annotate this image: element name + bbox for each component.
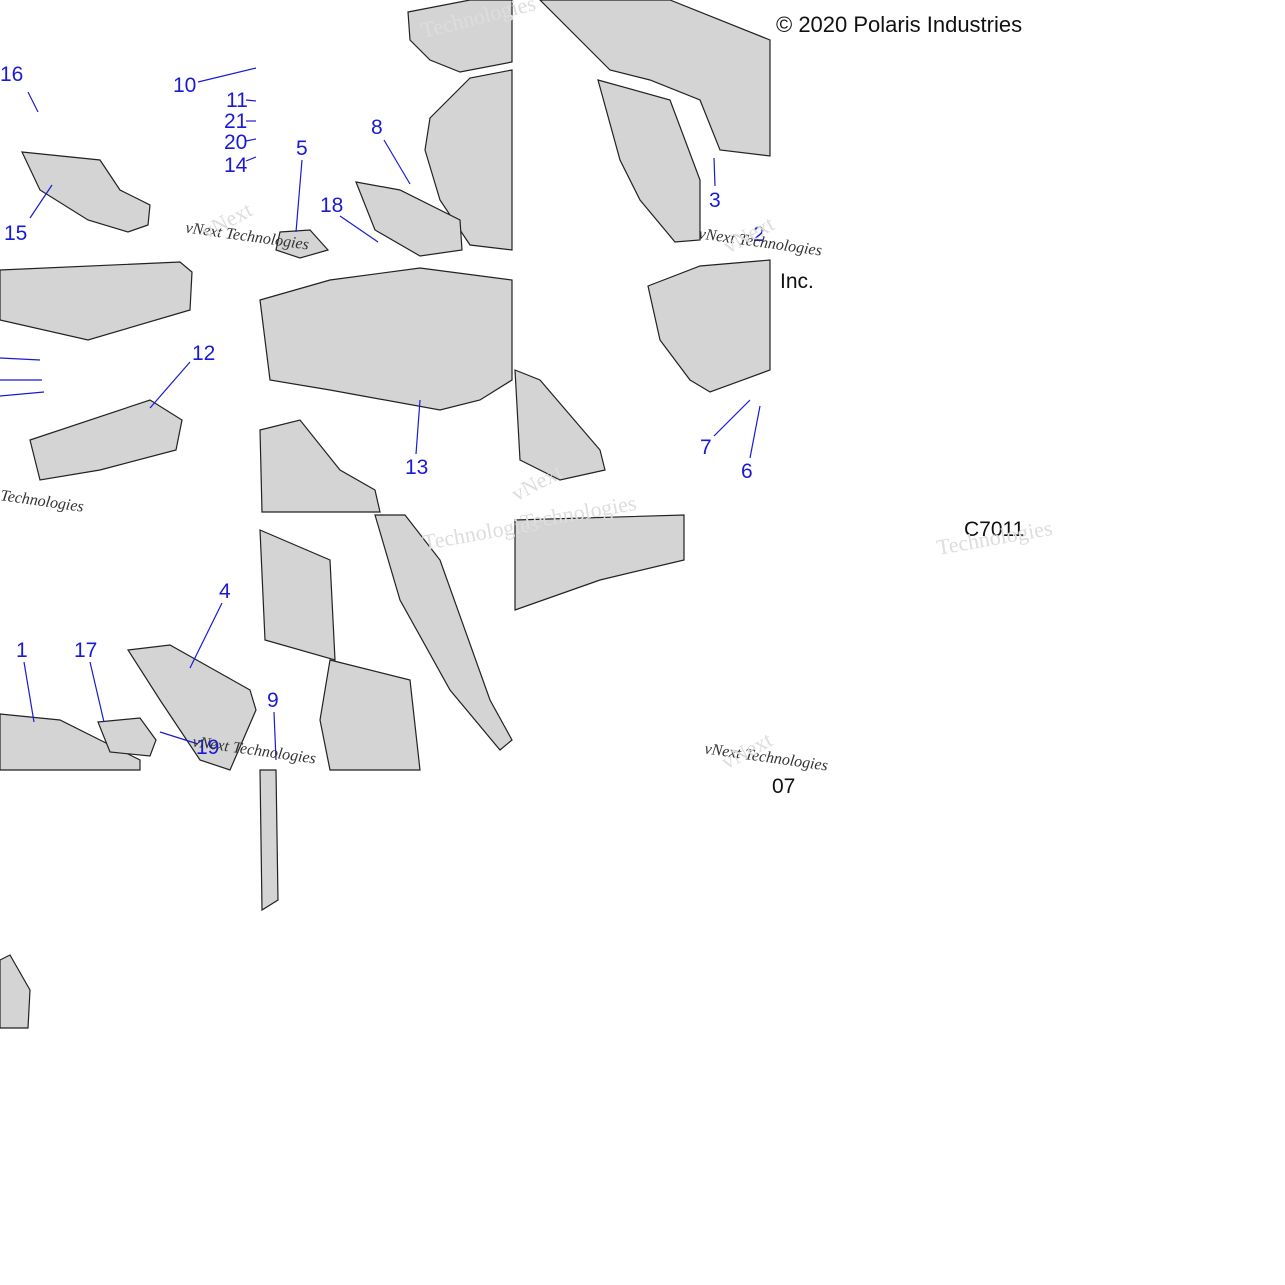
callout-9: 9 — [267, 689, 279, 712]
leader-14 — [245, 156, 257, 162]
part-grab-handle — [514, 369, 606, 481]
leader-8 — [383, 139, 411, 185]
callout-16: 16 — [0, 63, 24, 86]
part-top-engine — [407, 0, 513, 73]
whiteout-lower-left — [0, 772, 258, 952]
part-4-panel — [126, 644, 257, 771]
callout-18: 18 — [320, 194, 344, 217]
part-bottom-left-fragment — [0, 954, 31, 1029]
callout-4: 4 — [219, 580, 231, 603]
part-13-lower — [259, 419, 381, 513]
leader-18 — [339, 215, 379, 243]
leader-4 — [189, 602, 223, 669]
leader-11 — [245, 99, 257, 102]
leader-lines — [0, 67, 761, 761]
leader-16 — [27, 91, 39, 113]
leader-20 — [245, 138, 257, 142]
callout-1: 1 — [16, 639, 28, 662]
part-1-step — [0, 713, 141, 771]
copyright-text: © 2020 Polaris Industries — [776, 12, 1023, 37]
callout-2: 2 — [753, 223, 765, 246]
callout-21: 21 — [224, 110, 248, 133]
figure-code: C7011 — [964, 518, 1025, 541]
leader-left-c — [0, 391, 45, 397]
part-bracket-18 — [355, 181, 463, 257]
part-13-floor — [259, 267, 513, 411]
part-lower-right-box — [514, 514, 685, 611]
copyright-suffix: Inc. — [780, 270, 814, 293]
callout-6: 6 — [741, 460, 753, 483]
part-fender-right-mid — [647, 259, 771, 393]
leader-12 — [149, 361, 191, 409]
leader-6 — [749, 405, 761, 459]
part-lower-middle-panel — [319, 659, 421, 771]
leader-7 — [713, 399, 751, 437]
part-17-mat — [97, 717, 157, 757]
callout-20: 20 — [224, 131, 248, 154]
leader-15 — [29, 184, 53, 219]
leader-19 — [159, 731, 199, 745]
leader-10 — [197, 67, 257, 83]
callout-13: 13 — [405, 456, 429, 479]
part-15-tray — [21, 151, 151, 233]
callout-5: 5 — [296, 137, 308, 160]
callout-8: 8 — [371, 116, 383, 139]
callout-14: 14 — [224, 154, 248, 177]
callout-11: 11 — [226, 89, 248, 112]
part-fender-strip — [597, 79, 701, 243]
leader-13 — [415, 399, 421, 455]
part-rail — [374, 514, 513, 751]
part-5-clip — [275, 229, 330, 259]
part-side-panel-top — [424, 69, 513, 251]
leader-1 — [23, 661, 35, 723]
leader-5 — [295, 159, 303, 233]
part-fender-right-top — [539, 0, 771, 157]
callout-12: 12 — [192, 342, 216, 365]
part-12-dash — [29, 399, 183, 481]
callout-7: 7 — [700, 436, 712, 459]
callout-17: 17 — [74, 639, 98, 662]
callout-15: 15 — [4, 222, 28, 245]
callout-10: 10 — [173, 74, 197, 97]
part-lower-middle-frame — [259, 529, 336, 661]
leader-9 — [273, 711, 277, 761]
leader-17 — [89, 661, 105, 723]
figure-code-suffix: 07 — [772, 775, 796, 798]
part-9-strip — [259, 769, 279, 912]
leader-3 — [713, 157, 716, 187]
callout-19: 19 — [196, 736, 220, 759]
leader-left-a — [0, 357, 41, 361]
callout-3: 3 — [709, 189, 721, 212]
whiteout-lower-right — [515, 772, 1285, 1285]
diagram-parts — [0, 0, 771, 1029]
part-left-housing — [0, 261, 193, 341]
